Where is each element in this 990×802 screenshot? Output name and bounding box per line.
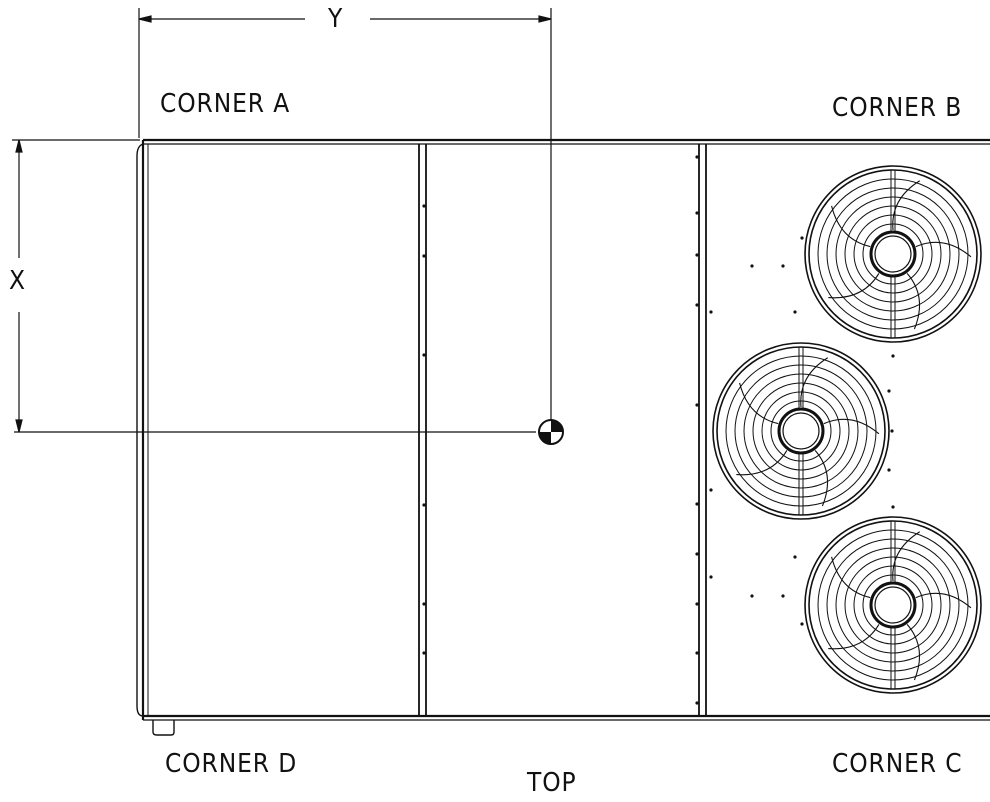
corner-d-label: CORNER D [165,749,298,779]
view-label: TOP [527,768,577,798]
corner-a-label: CORNER A [160,89,291,119]
dimension-x [12,139,536,433]
fan-icon [712,342,890,520]
fan-group [712,165,982,694]
panel-fasteners [422,155,699,705]
dimension-y-label: Y [328,4,344,34]
dimension-y [138,8,552,420]
center-of-gravity-icon [538,419,564,445]
dimension-x-label: X [9,266,26,296]
corner-c-label: CORNER C [832,749,963,779]
unit-body [136,138,990,736]
fan-icon [804,165,982,343]
fan-icon [804,516,982,694]
fan-mounting-dots [709,236,895,626]
corner-b-label: CORNER B [832,93,963,123]
